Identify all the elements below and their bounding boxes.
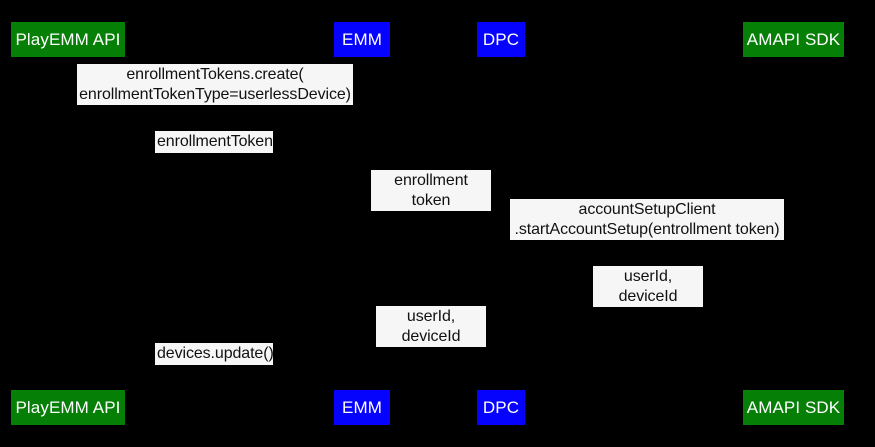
actor-amapi-sdk-bottom: AMAPI SDK: [743, 390, 844, 425]
message-userid-deviceid-2: userId, deviceId: [376, 306, 486, 347]
actor-playemm-api-top: PlayEMM API: [11, 22, 125, 57]
actor-dpc-top: DPC: [477, 22, 525, 57]
message-userid-deviceid-1: userId, deviceId: [593, 266, 703, 307]
actor-amapi-sdk-top: AMAPI SDK: [743, 22, 844, 57]
actor-emm-top: EMM: [334, 22, 390, 57]
message-start-account-setup: accountSetupClient .startAccountSetup(en…: [510, 199, 784, 240]
message-devices-update: devices.update(): [155, 343, 274, 365]
actor-playemm-api-bottom: PlayEMM API: [11, 390, 125, 425]
actor-emm-bottom: EMM: [334, 390, 390, 425]
message-enrollment-token: enrollment token: [371, 170, 491, 211]
actor-dpc-bottom: DPC: [477, 390, 525, 425]
message-enrollmenttoken: enrollmentToken: [155, 131, 273, 153]
message-enrollmenttokens-create: enrollmentTokens.create( enrollmentToken…: [77, 64, 353, 105]
